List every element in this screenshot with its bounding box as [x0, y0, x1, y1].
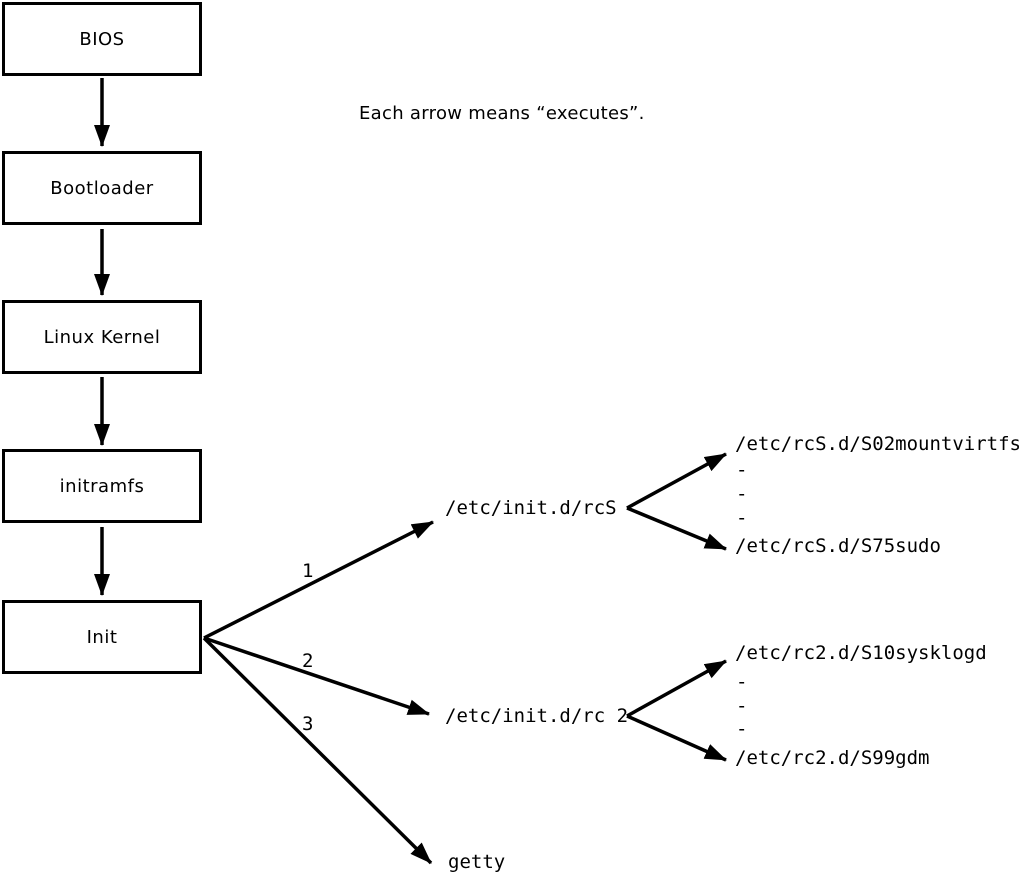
node-initramfs-label: initramfs — [59, 475, 145, 497]
arrow-init-to-getty — [202, 636, 433, 865]
script-s75sudo: /etc/rcS.d/S75sudo — [735, 535, 941, 557]
node-bootloader: Bootloader — [2, 151, 202, 225]
branch-order-1: 1 — [302, 560, 314, 582]
branch-target-rcs: /etc/init.d/rcS — [445, 497, 617, 519]
node-init: Init — [2, 600, 202, 674]
ellipsis-dash: - — [736, 671, 748, 693]
script-s99gdm: /etc/rc2.d/S99gdm — [735, 747, 930, 769]
arrow-rcs-to-first-script — [626, 452, 727, 510]
arrow-rc2-to-first-script — [626, 659, 727, 718]
arrow-init-to-rcs — [203, 520, 434, 640]
branch-order-3: 3 — [302, 713, 314, 735]
node-bootloader-label: Bootloader — [50, 177, 154, 199]
annotation-text: Each arrow means “executes”. — [359, 103, 645, 124]
node-linux-kernel: Linux Kernel — [2, 300, 202, 374]
arrow-rc2-to-last-script — [626, 714, 727, 762]
node-init-label: Init — [86, 626, 118, 648]
arrow-rcs-to-last-script — [626, 506, 727, 551]
ellipsis-dash: - — [736, 695, 748, 717]
node-bios-label: BIOS — [79, 28, 125, 50]
ellipsis-dash: - — [736, 483, 748, 505]
node-initramfs: initramfs — [2, 449, 202, 523]
node-bios: BIOS — [2, 2, 202, 76]
script-s02mountvirtfs: /etc/rcS.d/S02mountvirtfs — [735, 433, 1021, 455]
branch-target-rc2: /etc/init.d/rc 2 — [445, 705, 629, 727]
branch-order-2: 2 — [302, 650, 314, 672]
arrow-init-to-rc2 — [203, 636, 430, 716]
branch-target-getty: getty — [448, 851, 506, 873]
node-linux-kernel-label: Linux Kernel — [43, 326, 161, 348]
ellipsis-dash: - — [736, 459, 748, 481]
ellipsis-dash: - — [736, 718, 748, 740]
script-s10sysklogd: /etc/rc2.d/S10sysklogd — [735, 642, 987, 664]
ellipsis-dash: - — [736, 507, 748, 529]
